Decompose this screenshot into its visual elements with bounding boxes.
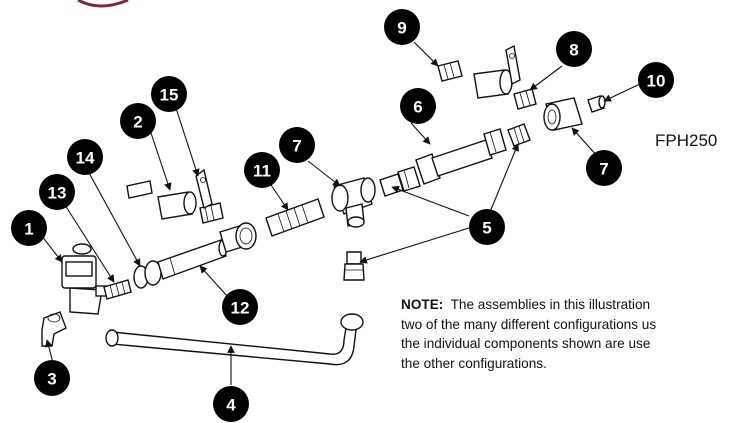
- callout-8: 8: [556, 31, 592, 67]
- callout-7-right: 7: [586, 150, 622, 186]
- note-text: NOTE: The assemblies in this illustratio…: [401, 295, 741, 385]
- callout-10-label: 10: [647, 72, 666, 91]
- callout-2: 2: [120, 103, 156, 139]
- callout-7-center-label: 7: [292, 137, 301, 156]
- callout-1-label: 1: [24, 220, 33, 239]
- part-2-solenoid: [126, 180, 224, 224]
- callout-5-lower: 5: [469, 209, 505, 245]
- callout-11: 11: [244, 152, 280, 188]
- callout-7-center: 7: [279, 127, 315, 163]
- part-8-solenoid: [473, 44, 537, 110]
- part-7-tee-upper: [543, 97, 583, 131]
- part-13-nipple: [103, 279, 132, 300]
- callout-1: 1: [11, 210, 47, 246]
- callout-4-label: 4: [226, 396, 236, 415]
- model-code: FPH250: [655, 131, 718, 150]
- part-11-nipple: [265, 198, 325, 237]
- part-5-fitting-center: [379, 166, 421, 197]
- callout-8-label: 8: [569, 41, 578, 60]
- callout-9-label: 9: [397, 19, 406, 38]
- part-6-tube: [415, 128, 507, 185]
- callout-14: 14: [67, 139, 103, 175]
- part-1-solenoid-valve: [61, 243, 111, 315]
- callout-13-label: 13: [48, 184, 67, 203]
- callout-10: 10: [638, 62, 674, 98]
- callout-7-right-label: 7: [599, 160, 608, 179]
- callout-4: 4: [213, 386, 249, 422]
- callout-12-label: 12: [231, 299, 250, 318]
- part-3-elbow: [41, 311, 67, 347]
- part-5-fitting-lower: [343, 251, 365, 281]
- part-9-nipple: [437, 60, 463, 82]
- callout-15-label: 15: [160, 86, 179, 105]
- callout-2-label: 2: [133, 113, 142, 132]
- note-line-1: NOTE: The assemblies in this illustratio…: [401, 295, 741, 315]
- callout-3: 3: [34, 360, 70, 396]
- part-14-coupling: [133, 260, 162, 289]
- callout-12: 12: [222, 289, 258, 325]
- leader-lines: [37, 41, 641, 385]
- part-7-tee-center: [331, 177, 376, 228]
- note-label: NOTE:: [401, 297, 444, 312]
- note-line-1-text: The assemblies in this illustration: [450, 297, 651, 312]
- callout-15: 15: [151, 76, 187, 112]
- callout-14-label: 14: [76, 149, 95, 168]
- callout-3-label: 3: [47, 370, 56, 389]
- callout-6-label: 6: [413, 98, 422, 117]
- callout-13: 13: [39, 174, 75, 210]
- part-15-bracket: [195, 168, 213, 210]
- part-elbow-lower: [219, 222, 257, 253]
- part-10-fitting: [587, 95, 606, 113]
- callout-6: 6: [400, 88, 436, 124]
- logo-arc: [77, 0, 129, 8]
- part-12-pipe: [157, 239, 228, 280]
- note-line-4: the other configurations.: [401, 355, 547, 371]
- callout-5-lower-label: 5: [482, 219, 491, 238]
- note-line-2: two of the many different configurations…: [401, 316, 657, 332]
- part-5-fitting-upper: [507, 123, 531, 147]
- callout-11-label: 11: [253, 162, 271, 181]
- note-line-3: the individual components shown are use: [401, 336, 651, 351]
- callout-9: 9: [384, 9, 420, 45]
